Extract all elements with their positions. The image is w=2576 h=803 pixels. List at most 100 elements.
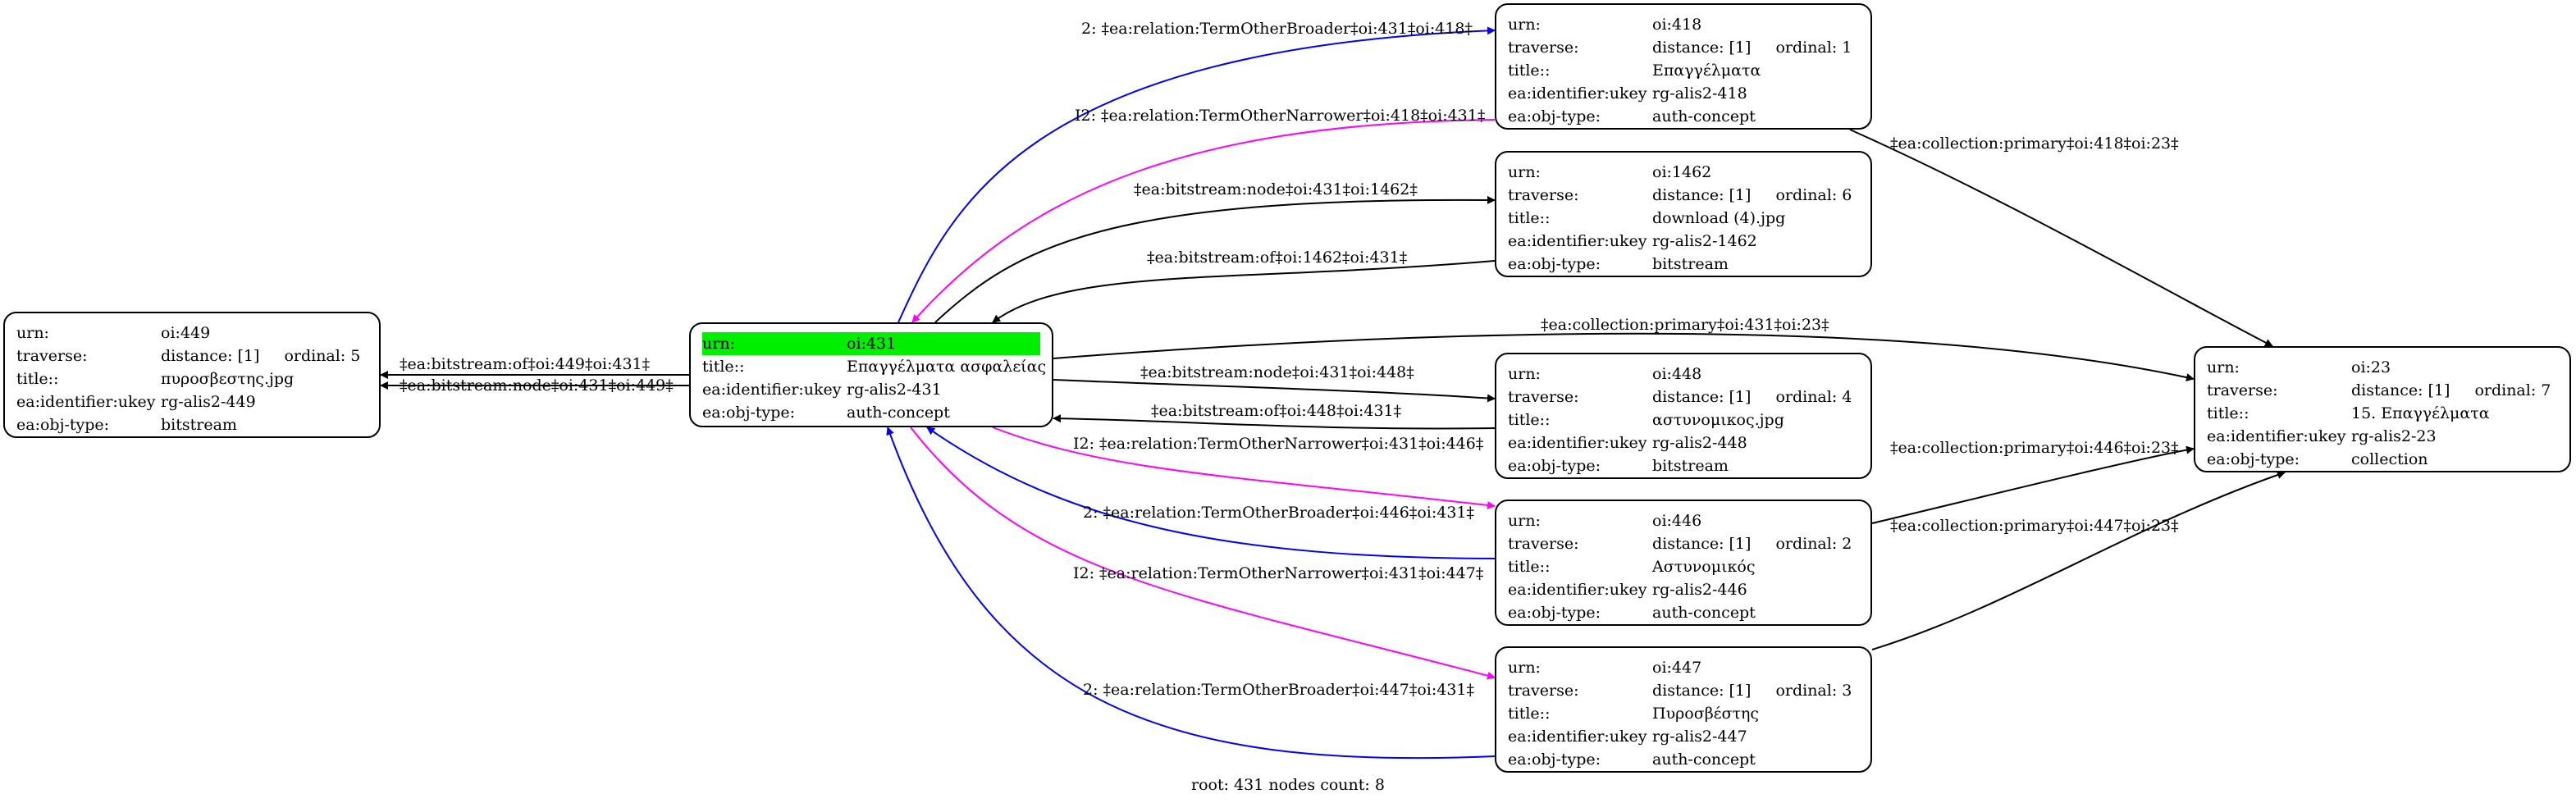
field-value-text: Επαγγέλματα [1652,62,1761,80]
edge-line [992,260,1496,323]
node-field-row: title::Επαγγέλματα [1508,59,1859,82]
field-value-text: Επαγγέλματα ασφαλείας [847,358,1047,376]
node-field-row: urn:oi:447 [1508,656,1859,679]
field-key: ea:obj-type: [1508,457,1601,475]
field-value-text: rg-alis2-449 [161,393,256,411]
field-value: distance: [1]ordinal: 7 [2351,379,2558,402]
node-field-row: urn:oi:448 [1508,363,1859,386]
field-value: rg-alis2-431 [847,378,1040,401]
edge-label: ‡ea:collection:primary‡oi:446‡oi:23‡ [1890,439,2179,457]
field-value-text: oi:447 [1652,659,1702,677]
field-value-text: bitstream [161,416,237,434]
field-value: rg-alis2-418 [1652,82,1859,105]
field-value-text: distance: [1] [1652,39,1752,57]
edge-line [926,427,1496,559]
node-field-row: traverse:distance: [1]ordinal: 3 [1508,679,1859,702]
edge-line [1871,471,2286,650]
field-value: oi:1462 [1652,161,1859,184]
field-value: oi:449 [161,322,368,344]
field-key: title:: [1508,411,1551,429]
field-value-text: oi:418 [1652,16,1702,34]
edge-label: I2: ‡ea:relation:TermOtherNarrower‡oi:43… [1073,435,1484,453]
edge-label: I2: ‡ea:relation:TermOtherNarrower‡oi:41… [1075,107,1486,125]
field-value-text: πυροσβεστης.jpg [161,370,295,388]
field-value-text: auth-concept [847,404,950,422]
field-key: urn: [2207,358,2240,376]
field-key: title:: [1508,62,1551,80]
field-value-text: rg-alis2-446 [1652,581,1747,599]
field-value-text: auth-concept [1652,604,1756,622]
field-value-text: distance: [1] [1652,682,1752,700]
edge-label: 2: ‡ea:relation:TermOtherBroader‡oi:447‡… [1083,681,1475,699]
field-key: ea:obj-type: [16,416,110,434]
field-value-text: oi:431 [847,335,897,353]
field-value: Επαγγέλματα [1652,59,1859,82]
field-value: distance: [1]ordinal: 3 [1652,679,1859,702]
field-key: ea:identifier:ukey [2207,427,2346,445]
edge-label: 2: ‡ea:relation:TermOtherBroader‡oi:446‡… [1083,504,1475,522]
field-key: urn: [1508,365,1541,383]
field-value: Αστυνομικός [1652,555,1859,578]
node-field-row: urn:oi:1462 [1508,161,1859,184]
field-key: title:: [16,370,59,388]
field-value-text: 15. Επαγγέλματα [2351,404,2490,422]
edge-label: ‡ea:collection:primary‡oi:447‡oi:23‡ [1890,517,2179,535]
edge-line [911,119,1496,323]
field-key: title:: [702,358,745,376]
edge-line [1871,445,2195,524]
node-field-row: ea:obj-type: auth-concept [1508,748,1859,771]
field-key: traverse: [1508,186,1579,204]
field-value: oi:23 [2351,356,2558,379]
node-field-row: urn: oi:23 [2207,356,2558,379]
node-field-row: ea:obj-type:auth-concept [1508,105,1859,128]
field-key: traverse: [1508,39,1579,57]
field-value: auth-concept [1652,601,1859,624]
field-value-text: distance: [1] [1652,186,1752,204]
edge-line [1053,332,2195,381]
field-value-text: oi:449 [161,324,211,342]
field-key: ea:identifier:ukey [1508,84,1647,103]
field-value-text: distance: [1] [2351,381,2450,399]
edge-line [1053,414,1496,430]
field-value: auth-concept [1652,748,1859,771]
field-key: ea:obj-type: [1508,107,1601,125]
node-field-row: ea:obj-type:auth-concept [702,401,1040,424]
field-value: oi:418 [1652,13,1859,36]
field-value: oi:446 [1652,509,1859,532]
edge-line [992,427,1496,509]
edge-line [886,427,1496,760]
field-key: title:: [2207,404,2249,422]
field-value: αστυνομικος.jpg [1652,408,1859,431]
field-value: 15. Επαγγέλματα [2351,402,2558,425]
field-key: ea:obj-type: [1508,751,1601,769]
field-key: urn: [702,332,847,355]
field-value-text: bitstream [1652,457,1729,475]
node-field-row: title::Επαγγέλματα ασφαλείας [702,355,1046,378]
edge-line [1849,129,2273,347]
node-field-row: ea:obj-type: bitstream [16,413,368,436]
field-value: bitstream [1652,454,1859,477]
field-key: traverse: [1508,535,1579,553]
node-field-row: title::Πυροσβέστης [1508,702,1859,725]
field-value-text: rg-alis2-23 [2351,427,2437,445]
node-field-row: traverse:distance: [1]ordinal: 5 [16,344,368,367]
field-value-text: distance: [1] [161,347,260,365]
edge-line [910,427,1496,680]
field-value: πυροσβεστης.jpg [161,367,368,390]
ordinal-value: ordinal: 1 [1775,39,1852,57]
node-field-row: title::πυροσβεστης.jpg [16,367,368,390]
field-value: rg-alis2-23 [2351,425,2558,448]
field-value: rg-alis2-1462 [1652,230,1859,253]
node-field-row: traverse:distance: [1]ordinal: 6 [1508,184,1859,207]
